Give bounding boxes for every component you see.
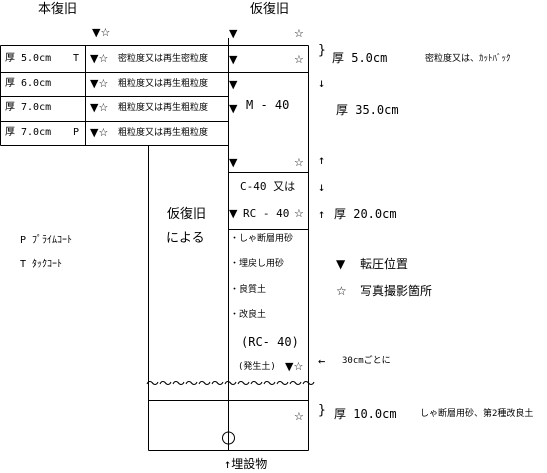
temp-row2-compaction-mark: ▼ xyxy=(229,78,238,91)
rc40-label: (RC- 40) xyxy=(241,335,299,349)
main-layer-1-marks: ▼☆ xyxy=(90,52,109,65)
subbase-thickness: 厚 20.0cm xyxy=(334,207,397,221)
surface-thickness: 厚 5.0cm xyxy=(332,51,388,65)
subbase-up-arrow: ↑ xyxy=(318,207,326,221)
legend-compaction-icon: ▼ xyxy=(336,257,346,271)
temp-top-photo-mark: ☆ xyxy=(294,27,304,40)
legend-tack-coat: T ﾀｯｸｺｰﾄ xyxy=(20,259,63,270)
subbase-down-arrow: ↓ xyxy=(318,180,326,194)
main-layer-2-thickness: 厚 6.0cm xyxy=(5,78,52,89)
main-layer-1-material: 密粒度又は再生密粒度 xyxy=(118,54,209,64)
temp-subbase-photo-mark: ☆ xyxy=(294,207,304,220)
legend-photo-icon: ☆ xyxy=(336,284,347,298)
temp-base-name: M - 40 xyxy=(246,98,290,112)
bottom-material: しゃ断層用砂、第2種改良土 xyxy=(420,409,534,419)
main-layer-2-material: 粗粒度又は再生粗粒度 xyxy=(118,79,209,89)
temp-base-photo-mark: ☆ xyxy=(294,156,304,169)
surface-brace: } xyxy=(318,43,326,58)
main-layer-1-thickness: 厚 5.0cm xyxy=(5,53,52,64)
main-restoration-header: 本復旧 xyxy=(38,2,78,17)
legend-compaction-label: 転圧位置 xyxy=(360,257,409,271)
backfill-item-1: ・しゃ断層用砂 xyxy=(230,234,294,244)
ground-wave-line: ～～～～～～～～～～～～～ xyxy=(146,377,316,392)
main-layer-3-marks: ▼☆ xyxy=(90,101,109,114)
bottom-brace: } xyxy=(318,403,326,418)
backfill-item-2: ・埋戻し用砂 xyxy=(230,259,285,269)
temp-subbase-line1: C-40 又は xyxy=(240,180,296,193)
base-thickness: 厚 35.0cm xyxy=(336,103,399,117)
main-layer-2-marks: ▼☆ xyxy=(90,77,109,90)
bottom-thickness: 厚 10.0cm xyxy=(334,407,397,421)
main-layer-4-material: 粗粒度又は再生粗粒度 xyxy=(118,128,209,138)
base-down-arrow: ↓ xyxy=(318,76,326,90)
main-layer-4-tag: P xyxy=(73,127,80,138)
legend-photo-label: 写真撮影箇所 xyxy=(360,284,433,298)
main-layer-3-material: 粗粒度又は再生粗粒度 xyxy=(118,103,209,113)
excavated-soil-marks: ▼☆ xyxy=(285,360,304,373)
temp-surface-compaction-mark: ▼ xyxy=(229,53,238,66)
interval-left-arrow: ← xyxy=(318,354,326,368)
diagram-lines xyxy=(0,38,309,451)
bottom-photo-mark: ☆ xyxy=(294,410,304,423)
temp-row3-compaction-mark: ▼ xyxy=(229,102,238,115)
legend-prime-coat: P ﾌﾟﾗｲﾑｺｰﾄ xyxy=(20,235,73,246)
temp-subbase-compaction-mark: ▼ xyxy=(229,207,238,220)
main-layer-4-thickness: 厚 7.0cm xyxy=(5,127,52,138)
main-layer-4-marks: ▼☆ xyxy=(90,126,109,139)
temp-surface-photo-mark: ☆ xyxy=(294,53,304,66)
temp-top-compaction-mark: ▼ xyxy=(229,27,238,40)
backfill-item-4: ・改良土 xyxy=(230,310,267,320)
temp-restoration-header: 仮復旧 xyxy=(250,2,290,17)
temp-subbase-line2: RC - 40 xyxy=(243,207,290,220)
main-top-marks: ▼☆ xyxy=(92,26,111,39)
main-layer-1-tag: T xyxy=(73,53,80,64)
surface-material: 密粒度又は、ｶｯﾄﾊﾞｯｸ xyxy=(425,54,511,64)
by-temp-line1: 仮復旧 xyxy=(167,207,207,222)
base-up-arrow: ↑ xyxy=(318,153,326,167)
buried-object-label: ↑埋設物 xyxy=(224,457,268,471)
backfill-item-3: ・良質土 xyxy=(230,285,267,295)
buried-object-circle xyxy=(222,431,235,445)
main-layer-3-thickness: 厚 7.0cm xyxy=(5,102,52,113)
by-temp-line2: による xyxy=(166,231,205,246)
temp-base-compaction-mark: ▼ xyxy=(229,156,238,169)
interval-note: 30cmごとに xyxy=(342,356,391,366)
excavated-soil-label: (発生土) xyxy=(238,362,276,372)
